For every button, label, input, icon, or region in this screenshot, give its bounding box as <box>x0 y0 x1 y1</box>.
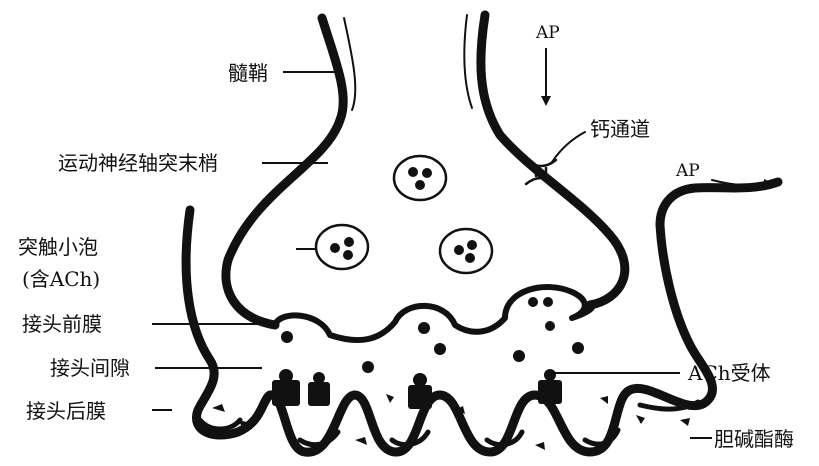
vesicle-3 <box>440 229 492 273</box>
label-motor-terminal: 运动神经轴突末梢 <box>58 151 218 175</box>
label-ap-right: AP <box>675 161 700 181</box>
prejunctional-membrane <box>275 287 592 340</box>
myelin-inner-right <box>464 15 472 108</box>
vesicle-2 <box>316 225 368 269</box>
label-cleft: 接头间隙 <box>50 356 130 380</box>
ap-top-arrow-icon <box>541 96 551 106</box>
label-calcium-channel: 钙通道 <box>590 117 650 141</box>
label-ach-receptor: ACh受体 <box>687 361 771 385</box>
label-vesicle: 突触小泡 <box>18 235 98 259</box>
ach-receptor-3 <box>538 369 562 404</box>
ach-receptor-2 <box>408 373 432 409</box>
postjunctional-membrane <box>186 182 778 452</box>
label-cholinesterase: 胆碱酯酶 <box>714 427 794 451</box>
label-vesicle-ach: (含ACh) <box>22 267 100 291</box>
ach-receptor-1 <box>272 369 330 406</box>
vesicle-1 <box>394 156 446 200</box>
label-myelin: 髓鞘 <box>228 61 268 85</box>
leader-calcium-channel <box>552 132 585 162</box>
label-ap-top: AP <box>535 23 560 43</box>
label-prejunctional: 接头前膜 <box>22 312 102 336</box>
label-postjunctional: 接头后膜 <box>26 399 106 423</box>
